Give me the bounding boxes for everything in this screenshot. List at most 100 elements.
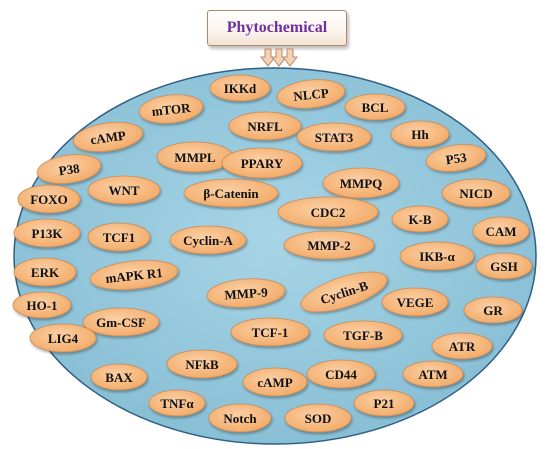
- target-pill-34: Gm-CSF: [82, 307, 160, 337]
- target-pill-shape: [475, 252, 533, 280]
- target-pill-label: LIG4: [48, 331, 79, 346]
- target-pill-label: MMPQ: [340, 176, 383, 191]
- target-pill-label: BCL: [362, 100, 389, 115]
- target-pill-41: CD44: [306, 359, 376, 389]
- target-pill-label: MMP-2: [307, 238, 350, 253]
- target-pill-label: P53: [445, 150, 468, 168]
- target-pill-label: NICD: [459, 186, 492, 201]
- target-pill-shape: [138, 94, 204, 124]
- target-pill-shape: [353, 389, 415, 417]
- target-pill-shape: [344, 93, 406, 121]
- target-pill-shape: [13, 218, 81, 248]
- target-pill-label: MMPL: [174, 150, 215, 165]
- target-pill-label: cAMP: [257, 375, 292, 390]
- target-pill-shape: [13, 257, 77, 287]
- target-pill-shape: [17, 184, 81, 214]
- target-pill-42: ATM: [402, 360, 464, 388]
- target-pill-6: cAMP: [72, 121, 144, 153]
- target-pill-shape: [209, 74, 271, 102]
- target-pill-shape: [87, 222, 151, 252]
- target-pill-29: MMP-9: [206, 278, 286, 308]
- target-pill-label: P21: [374, 396, 395, 411]
- target-pill-label: NFkB: [185, 357, 219, 372]
- target-pill-label: MMP-9: [224, 284, 269, 302]
- target-pill-46: Notch: [208, 403, 272, 433]
- target-pill-label: STAT3: [315, 130, 354, 145]
- down-arrows-icon: [259, 48, 299, 67]
- target-pill-label: K-B: [408, 212, 431, 227]
- target-pill-label: BAX: [105, 370, 133, 385]
- target-pill-shape: [425, 144, 487, 172]
- target-pill-shape: [228, 111, 302, 141]
- target-pill-12: P53: [425, 144, 487, 172]
- target-pill-shape: [12, 291, 72, 319]
- target-pill-label: FOXO: [30, 192, 68, 207]
- target-pill-2: NLCP: [276, 79, 346, 109]
- target-pill-19: K-B: [391, 205, 449, 233]
- target-pill-label: Notch: [223, 411, 257, 426]
- target-pill-shape: [183, 178, 279, 208]
- target-pill-shape: [82, 307, 160, 337]
- target-pill-label: CDC2: [311, 205, 346, 220]
- target-pill-44: TNFα: [148, 389, 206, 417]
- target-pill-43: cAMP: [242, 367, 308, 397]
- target-pill-shape: [323, 320, 403, 350]
- target-pill-label: TCF1: [103, 230, 136, 245]
- target-pill-shape: [169, 225, 247, 255]
- target-pill-40: BAX: [90, 363, 148, 391]
- target-pill-10: PPARY: [221, 147, 303, 179]
- target-pill-shape: [283, 230, 375, 260]
- target-pill-label: mAPK R1: [105, 265, 164, 286]
- phytochemical-title: Phytochemical: [226, 19, 328, 36]
- target-pill-label: Hh: [411, 127, 429, 142]
- target-pill-28: GSH: [475, 252, 533, 280]
- target-pill-label: NLCP: [293, 85, 330, 104]
- target-pill-label: Gm-CSF: [96, 315, 146, 330]
- target-pill-21: TCF1: [87, 222, 151, 252]
- phytochemical-title-box: Phytochemical: [207, 10, 347, 46]
- target-pill-20: P13K: [13, 218, 81, 248]
- target-pill-shape: [322, 167, 400, 199]
- target-pill-label: CAM: [485, 224, 516, 239]
- target-pill-47: SOD: [284, 403, 352, 433]
- target-pill-label: P38: [58, 161, 81, 179]
- target-pill-label: GR: [483, 303, 503, 318]
- target-pill-23: Cyclin-A: [169, 225, 247, 255]
- target-pill-shape: [89, 259, 179, 291]
- target-pill-shape: [166, 349, 238, 379]
- target-pill-16: β-Catenin: [183, 178, 279, 208]
- target-pill-shape: [431, 332, 493, 360]
- target-pill-33: GR: [463, 296, 523, 324]
- target-pill-11: P38: [36, 154, 102, 184]
- target-pill-37: LIG4: [29, 323, 97, 353]
- target-pill-24: MMP-2: [283, 230, 375, 260]
- target-pill-shape: [206, 278, 286, 308]
- target-pill-22: CAM: [472, 216, 530, 246]
- target-pill-14: FOXO: [17, 184, 81, 214]
- target-pill-label: mTOR: [151, 100, 192, 119]
- target-pill-shape: [90, 363, 148, 391]
- target-pill-8: Hh: [390, 120, 450, 148]
- target-pill-label: VEGE: [397, 295, 434, 310]
- target-pill-3: mTOR: [138, 94, 204, 124]
- target-pill-35: TCF-1: [230, 317, 310, 347]
- target-pill-13: WNT: [87, 175, 161, 205]
- target-pill-label: TCF-1: [252, 325, 289, 340]
- target-pill-label: HO-1: [26, 298, 57, 313]
- large-blue-ellipse: [13, 67, 537, 445]
- target-pill-label: TNFα: [160, 396, 194, 411]
- target-pill-shape: [276, 79, 346, 109]
- target-pill-9: MMPL: [156, 141, 234, 173]
- target-pill-label: cAMP: [90, 128, 127, 148]
- target-pill-17: NICD: [441, 178, 511, 208]
- target-pill-shape: [390, 120, 450, 148]
- target-pill-shape: [284, 403, 352, 433]
- target-pill-shape: [306, 359, 376, 389]
- target-pill-label: β-Catenin: [203, 186, 259, 201]
- target-pill-shape: [441, 178, 511, 208]
- target-pill-1: IKKd: [209, 74, 271, 102]
- target-pill-label: P13K: [31, 226, 63, 241]
- target-pill-31: HO-1: [12, 291, 72, 319]
- target-pill-shape: [402, 360, 464, 388]
- target-pill-label: WNT: [108, 183, 139, 198]
